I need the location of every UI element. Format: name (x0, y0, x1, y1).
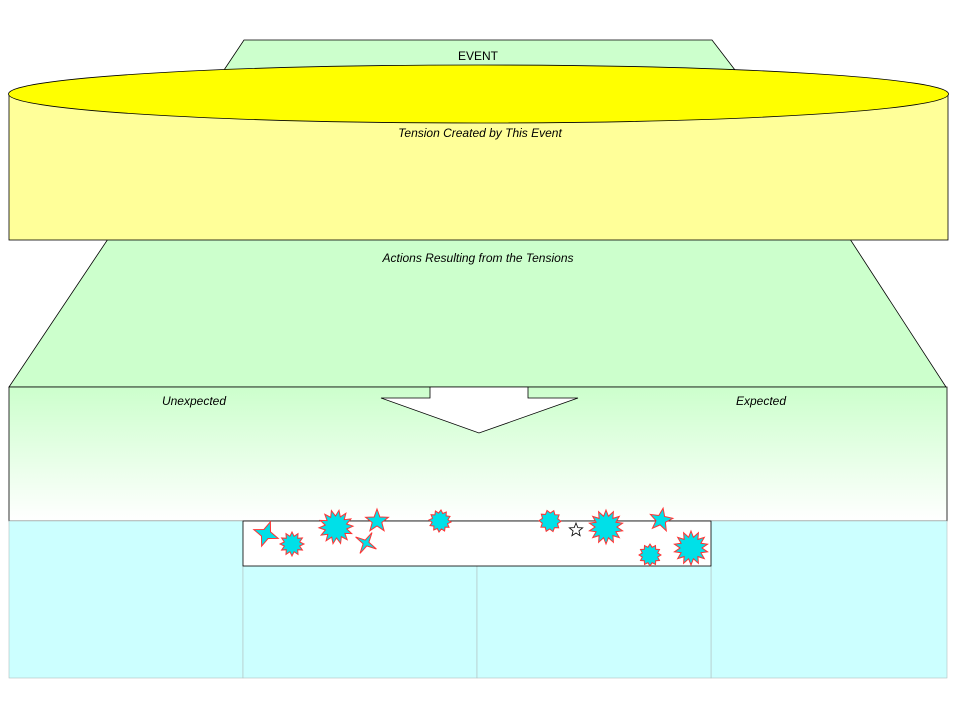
tension-ellipse (8, 64, 949, 124)
starburst (355, 532, 377, 554)
bottom-center-right-panel (476, 565, 712, 679)
starburst (649, 506, 675, 533)
starburst (588, 508, 624, 546)
actions-label: Actions Resulting from the Tensions (382, 251, 574, 265)
starburst (428, 509, 452, 533)
event-label: EVENT (457, 49, 498, 63)
tension-label: Tension Created by This Event (398, 126, 562, 140)
unexpected-label: Unexpected (161, 394, 227, 408)
burst-group (252, 506, 709, 567)
bottom-left-panel (8, 520, 244, 679)
starburst (252, 520, 280, 548)
down-arrow (380, 386, 579, 434)
starburst (538, 509, 562, 533)
bottom-right-panel (710, 520, 948, 679)
starburst (317, 508, 355, 546)
small-star-outline (568, 521, 584, 537)
starburst (364, 507, 390, 532)
bottom-center-left-panel (242, 565, 478, 679)
expected-label: Expected (735, 394, 787, 408)
starburst (638, 543, 662, 567)
starburst (278, 530, 306, 558)
starburst (673, 529, 709, 567)
